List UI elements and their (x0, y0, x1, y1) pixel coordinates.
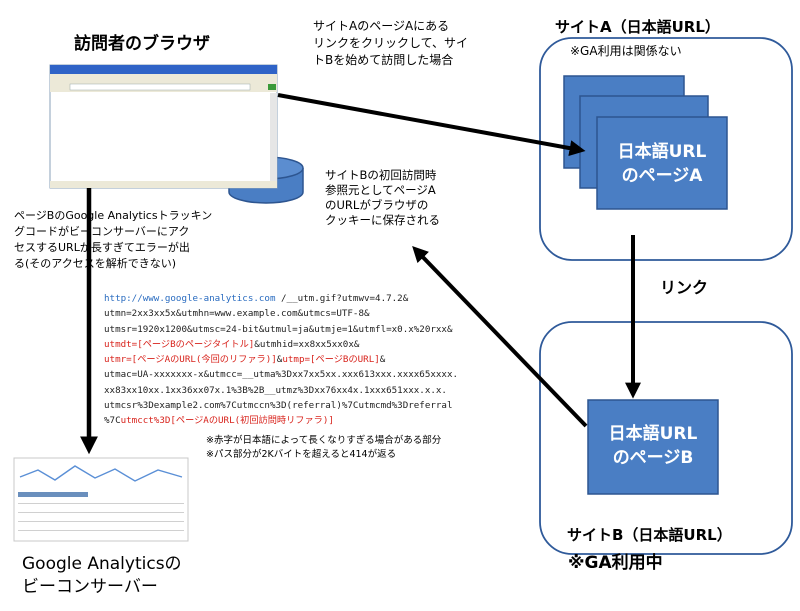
footnote-red-text: ※赤字が日本語によって長くなりすぎる場合がある部分 (206, 435, 442, 446)
site-b-page-label: 日本語URL のページB (588, 422, 718, 470)
site-a-page-front (596, 116, 728, 210)
url-segment: xx83xx10xx.1xx36xx07x.1%3B%2B__utmz%3Dxx… (104, 384, 447, 396)
site-b-page (587, 399, 719, 495)
url-segment: utmn=2xx3xx5x&utmhn=www.example.com&utmc… (104, 308, 370, 320)
url-segment[interactable]: http://www.google-analytics.com (104, 293, 276, 304)
footnote-414: ※パス部分が2Kバイトを超えると414が返る (206, 449, 397, 460)
site-a-page-line1: 日本語URL (617, 142, 707, 162)
site-a-page-line2: のページA (621, 166, 703, 186)
url-segment: & (276, 354, 283, 366)
site-b-container (539, 321, 793, 555)
beacon-url-block: http://www.google-analytics.com /__utm.g… (104, 291, 458, 429)
url-segment-variable: utmdt=[ページBのページタイトル] (104, 338, 255, 350)
url-segment: &utmhid=xx8xx5xx0x& (254, 338, 360, 350)
url-segment: /__utm.gif?utmwv=4.7.2& (275, 293, 409, 304)
arrow-browser-to-page-a (277, 93, 586, 157)
site-a-title: サイトA（日本語URL） (555, 18, 720, 36)
beacon-server-label: Google Analyticsの ビーコンサーバー (22, 554, 182, 597)
arrow-page-b-to-cookie (412, 245, 588, 428)
url-line: utmr=[ページAのURL(今回のリファラ)]&utmp=[ページBのURL]… (104, 352, 458, 367)
url-line: utmdt=[ページBのページタイトル]&utmhid=xx8xx5xx0x& (104, 337, 458, 352)
url-line: utmcsr%3Dexample2.com%7Cutmccn%3D(referr… (104, 398, 458, 413)
url-segment: & (379, 354, 386, 366)
url-segment: utmcsr%3Dexample2.com%7Cutmccn%3D(referr… (104, 400, 453, 412)
link-label: リンク (660, 278, 709, 297)
site-a-note: ※GA利用は関係ない (570, 44, 682, 58)
site-b-page-line1: 日本語URL (608, 424, 698, 444)
url-segment-variable: utmcct%3D[ページAのURL(初回訪問時リファラ)] (120, 415, 334, 427)
url-segment: utmac=UA-xxxxxxx-x&utmcc=__utma%3Dxx7xx5… (104, 369, 459, 381)
analytics-report-thumbnail (13, 457, 189, 542)
url-segment: %7C (104, 415, 121, 427)
browser-window-icon (49, 64, 278, 189)
url-segment: utmsr=1920x1200&utmsc=24-bit&utmul=ja&ut… (104, 323, 453, 335)
url-line: utmsr=1920x1200&utmsc=24-bit&utmul=ja&ut… (104, 322, 458, 337)
navigation-note: サイトAのページAにある リンクをクリックして、サイ トBを始めて訪問した場合 (313, 19, 469, 67)
site-b-title: サイトB（日本語URL） (567, 526, 732, 544)
url-segment-variable: utmp=[ページBのURL] (282, 354, 380, 366)
url-line: xx83xx10xx.1xx36xx07x.1%3B%2B__utmz%3Dxx… (104, 383, 458, 398)
cookie-note: サイトBの初回訪問時 参照元としてページA のURLがブラウザの クッキーに保存… (325, 168, 440, 227)
url-line: utmac=UA-xxxxxxx-x&utmcc=__utma%3Dxx7xx5… (104, 367, 458, 382)
url-line: http://www.google-analytics.com /__utm.g… (104, 291, 458, 306)
site-b-page-line2: のページB (612, 448, 694, 468)
site-a-container (539, 37, 793, 261)
site-b-note: ※GA利用中 (568, 553, 663, 573)
footnotes: ※赤字が日本語によって長くなりすぎる場合がある部分 ※パス部分が2Kバイトを超え… (206, 434, 441, 462)
site-a-page-label: 日本語URL のページA (597, 140, 727, 188)
url-segment-variable: utmr=[ページAのURL(今回のリファラ)] (104, 354, 277, 366)
error-note: ページBのGoogle Analyticsトラッキン グコードがビーコンサーバー… (14, 209, 213, 270)
browser-title: 訪問者のブラウザ (74, 34, 210, 54)
url-line: %7Cutmcct%3D[ページAのURL(初回訪問時リファラ)] (104, 413, 458, 428)
url-line: utmn=2xx3xx5x&utmhn=www.example.com&utmc… (104, 306, 458, 321)
